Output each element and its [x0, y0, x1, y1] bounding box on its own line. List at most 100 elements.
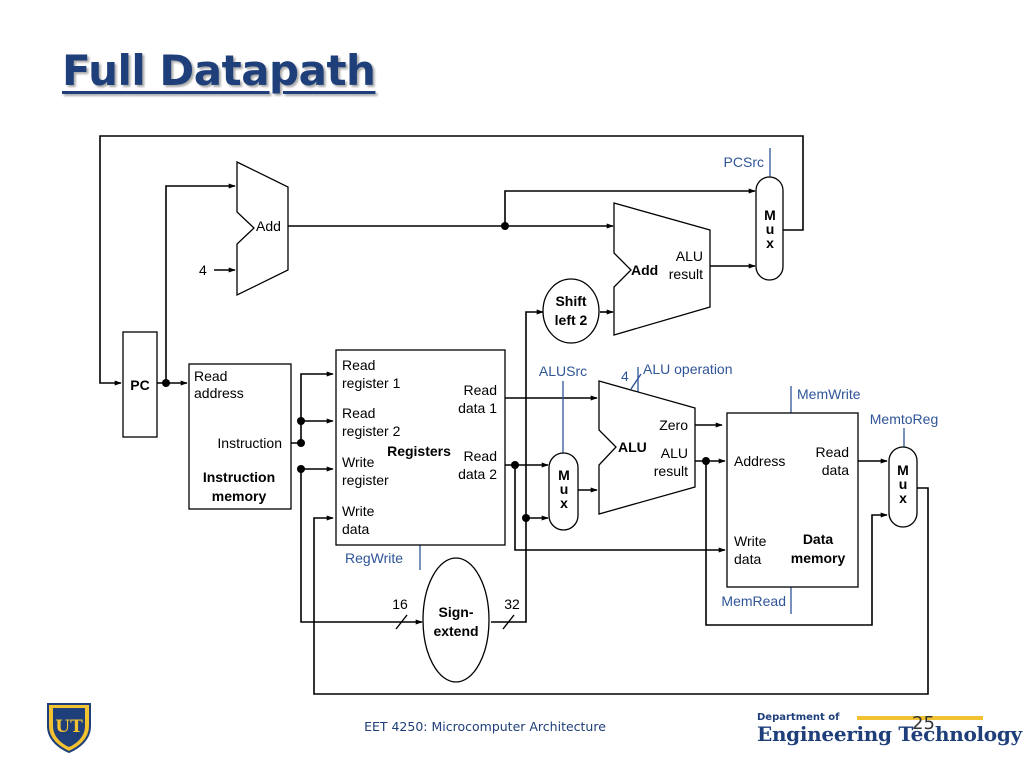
const-4-label: 4	[199, 262, 207, 278]
alu-result-b: result	[654, 463, 688, 479]
reg-write-register-a: Write	[342, 454, 375, 470]
pcsrc-mux-x: x	[766, 235, 774, 251]
dmem-read-a: Read	[816, 444, 849, 460]
wire-pc-feedback	[99, 135, 804, 386]
dmem-read-b: data	[822, 462, 849, 478]
ctl-regwrite: RegWrite	[345, 550, 403, 566]
alusrc-mux	[548, 452, 579, 531]
ctl-memtoreg: MemtoReg	[870, 411, 938, 427]
shield-inner-icon	[53, 708, 85, 747]
imem-instruction-label: Instruction	[217, 435, 282, 451]
wire-pc-to-add	[165, 183, 236, 383]
junction-dot	[297, 465, 305, 473]
alu-zero-label: Zero	[659, 417, 688, 433]
dmem-name-line2: memory	[791, 550, 846, 566]
junction-dot	[297, 439, 305, 447]
branch-adder-name: Add	[631, 262, 658, 278]
wire-rd2-to-dmem	[514, 465, 726, 553]
alusrc-mux-x: x	[560, 495, 568, 511]
dept-line1: Department of	[757, 712, 840, 723]
reg-read-register1-a: Read	[342, 357, 375, 373]
bus-width-32: 32	[504, 596, 520, 612]
dmem-write-b: data	[734, 551, 761, 567]
reg-read-data1-b: data 1	[458, 400, 497, 416]
registers-name: Registers	[387, 443, 451, 459]
alusrc-mux-u: u	[560, 481, 569, 497]
branch-adder-out-b: result	[669, 266, 703, 282]
sign-extend-line1: Sign-	[439, 604, 474, 620]
slide-title: Full Datapath	[62, 46, 376, 95]
pc-adder-label: Add	[256, 218, 281, 234]
reg-read-register2-a: Read	[342, 405, 375, 421]
reg-read-register1-b: register 1	[342, 375, 401, 391]
imem-read-label: Read	[194, 368, 227, 384]
junction-dot	[522, 514, 530, 522]
reg-read-data1-a: Read	[464, 382, 497, 398]
university-shield-logo: UT	[47, 703, 91, 754]
memtoreg-mux-x: x	[899, 490, 907, 506]
alu-name: ALU	[618, 439, 647, 455]
dmem-address-label: Address	[734, 453, 785, 469]
branch-adder	[613, 202, 711, 336]
shift-left-unit	[542, 278, 600, 344]
shift-left-line1: Shift	[555, 293, 586, 309]
reg-write-data-b: data	[342, 521, 369, 537]
dmem-write-a: Write	[734, 533, 767, 549]
dmem-name-line1: Data	[803, 531, 834, 547]
junction-dot	[501, 222, 509, 230]
wires	[99, 135, 929, 695]
junction-dot	[702, 457, 710, 465]
memtoreg-mux-m: M	[897, 462, 909, 478]
imem-address-label: address	[194, 385, 244, 401]
ctl-pcsrc: PCSrc	[724, 154, 764, 170]
reg-write-data-a: Write	[342, 503, 375, 519]
register-file	[335, 349, 506, 546]
page-number: 25	[912, 713, 935, 734]
alu-op-bits: 4	[621, 368, 629, 384]
control-lines	[419, 148, 905, 614]
bus-slash-16	[395, 614, 408, 630]
reg-read-register2-b: register 2	[342, 423, 401, 439]
memtoreg-mux-u: u	[899, 476, 908, 492]
bus-slash-aluop	[630, 373, 642, 390]
ctl-memread: MemRead	[721, 593, 786, 609]
data-memory	[726, 412, 859, 588]
ctl-alu-operation: ALU operation	[643, 361, 733, 377]
branch-adder-out-a: ALU	[676, 248, 703, 264]
datapath-diagram: PC Add 4 Read address Instruction Instru…	[99, 135, 938, 695]
shield-letters: UT	[55, 717, 83, 737]
reg-write-register-b: register	[342, 472, 389, 488]
pcsrc-mux	[755, 176, 784, 281]
reg-read-data2-a: Read	[464, 448, 497, 464]
junction-dot	[511, 461, 519, 469]
alu-unit	[598, 380, 696, 515]
wire-pc-plus4-to-mux	[504, 188, 756, 226]
imem-name-line1: Instruction	[203, 469, 275, 485]
alusrc-mux-m: M	[558, 467, 570, 483]
bus-slash-32	[502, 614, 515, 630]
instruction-memory	[188, 363, 292, 510]
alu-result-a: ALU	[661, 445, 688, 461]
sign-extend-line2: extend	[433, 623, 478, 639]
pcsrc-mux-u: u	[766, 221, 775, 237]
wire-writeback	[313, 487, 929, 695]
shift-left-line2: left 2	[555, 312, 588, 328]
junction-dots	[162, 222, 710, 522]
pc-label: PC	[130, 377, 149, 393]
dept-line2: Engineering Technology	[757, 722, 1022, 746]
bus-width-16: 16	[392, 596, 408, 612]
dept-accent-bar	[857, 716, 983, 720]
junction-dot	[297, 417, 305, 425]
pc-adder	[236, 160, 289, 297]
sign-extend-unit	[422, 557, 490, 683]
imem-name-line2: memory	[212, 488, 267, 504]
wire-instr-bus	[291, 371, 334, 444]
pcsrc-mux-m: M	[764, 207, 776, 223]
department-logo: Department of Engineering Technology	[757, 712, 1022, 752]
footer-course: EET 4250: Microcomputer Architecture	[364, 719, 606, 734]
wire-alu-bypass	[705, 461, 888, 626]
bus-width-marks	[395, 614, 515, 630]
reg-read-data2-b: data 2	[458, 466, 497, 482]
memtoreg-mux	[888, 446, 918, 528]
wire-instr-signext	[300, 469, 423, 625]
